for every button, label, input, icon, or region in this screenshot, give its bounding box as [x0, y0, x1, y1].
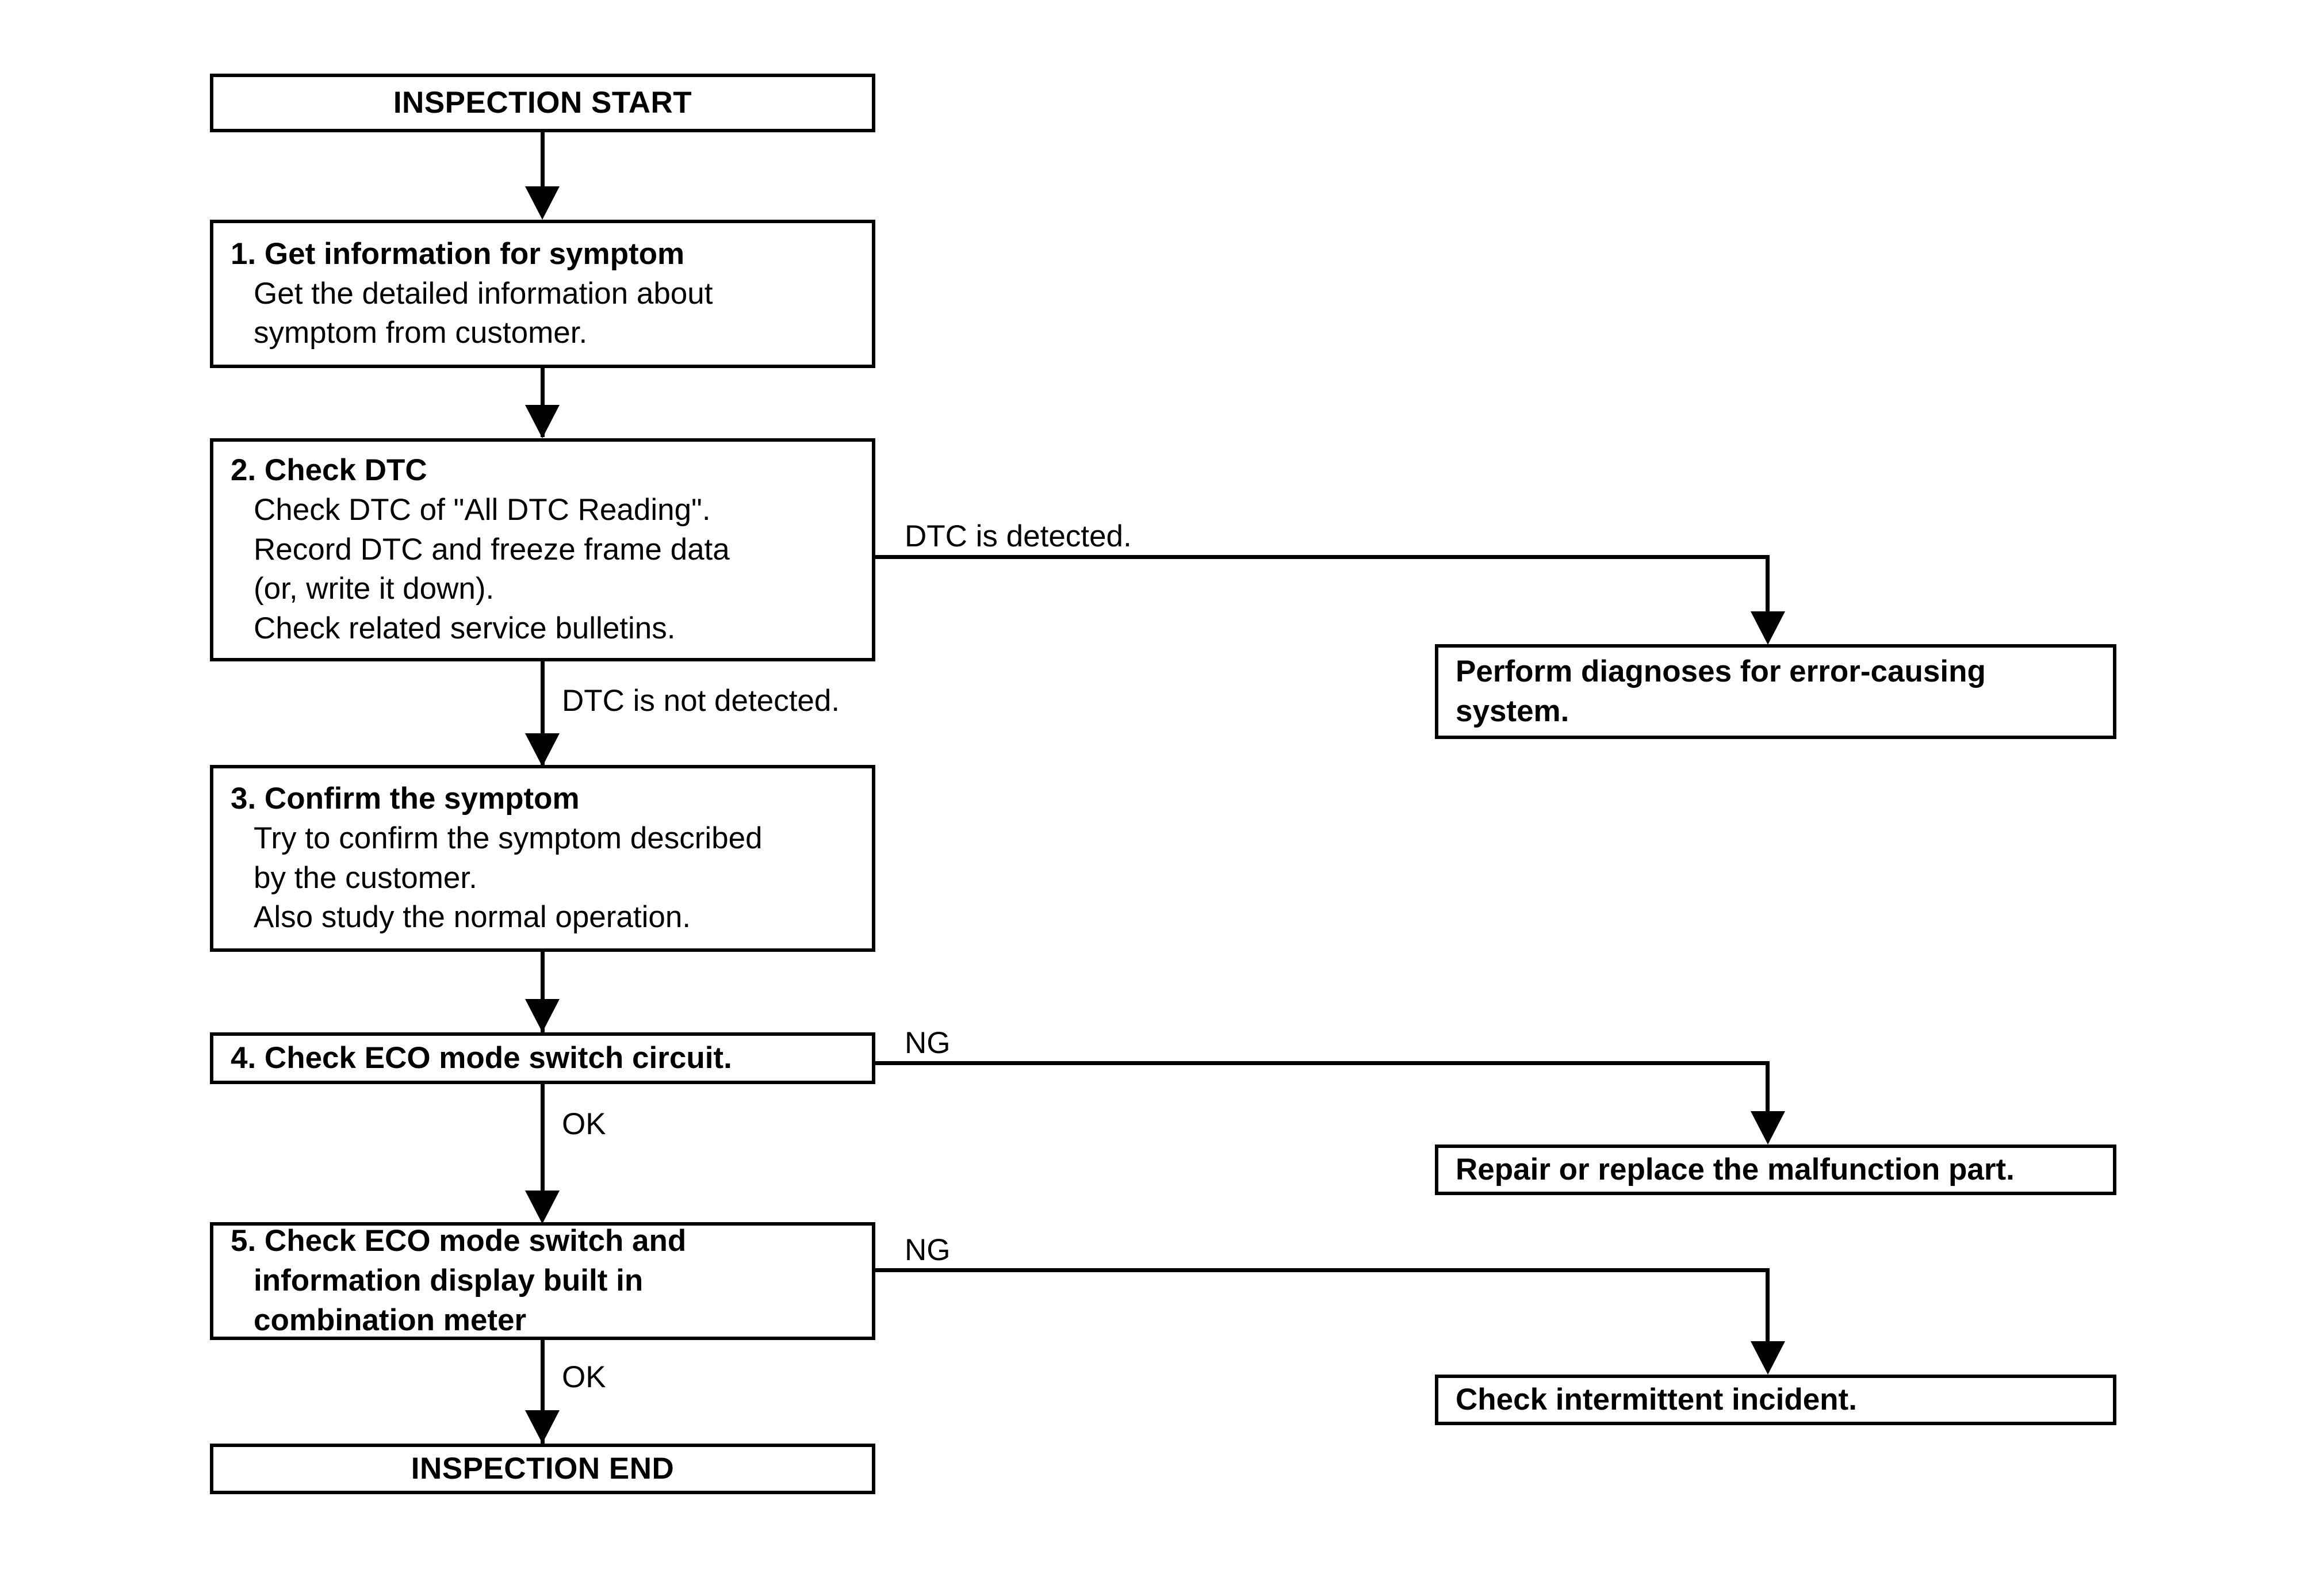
node-check-intermittent[interactable]: Check intermittent incident.	[1435, 1375, 2116, 1425]
node-check-intermittent-label: Check intermittent incident.	[1456, 1382, 1857, 1417]
connector-step2-to-perform-vertical	[1766, 555, 1770, 621]
node-repair-replace[interactable]: Repair or replace the malfunction part.	[1435, 1145, 2116, 1195]
node-inspection-end-label: INSPECTION END	[411, 1451, 675, 1486]
edge-label-step4-ok: OK	[562, 1107, 606, 1141]
node-step1-line2: Get the detailed information about	[254, 276, 713, 311]
node-step2[interactable]: 2. Check DTC Check DTC of "All DTC Readi…	[210, 438, 875, 661]
node-inspection-start[interactable]: INSPECTION START	[210, 74, 875, 132]
arrowhead-step5-to-end	[525, 1410, 560, 1444]
arrowhead-step2-to-step3	[525, 733, 560, 767]
arrowhead-step2-to-perform	[1751, 611, 1785, 645]
edge-label-step5-ng: NG	[905, 1233, 951, 1267]
connector-step5-to-end	[541, 1340, 545, 1446]
node-perform-diagnoses-line1: Perform diagnoses for error-causing	[1456, 654, 1986, 688]
node-perform-diagnoses[interactable]: Perform diagnoses for error-causing syst…	[1435, 644, 2116, 739]
connector-step5-to-intermittent-horizontal	[874, 1268, 1770, 1272]
node-step5-line2: information display built in	[254, 1264, 644, 1298]
arrowhead-step1-to-step2	[525, 405, 560, 438]
node-step1-line3: symptom from customer.	[254, 316, 588, 350]
edge-label-step4-ng: NG	[905, 1026, 951, 1060]
node-step1[interactable]: 1. Get information for symptom Get the d…	[210, 220, 875, 368]
edge-label-step5-ok: OK	[562, 1360, 606, 1394]
node-repair-replace-label: Repair or replace the malfunction part.	[1456, 1152, 2015, 1186]
connector-step4-to-step5	[541, 1084, 545, 1191]
node-inspection-start-label: INSPECTION START	[393, 85, 692, 120]
connector-step4-to-repair-horizontal	[874, 1061, 1770, 1065]
arrowhead-start-to-step1	[525, 186, 560, 220]
node-perform-diagnoses-line2: system.	[1456, 694, 1569, 728]
connector-step4-to-repair-vertical	[1766, 1061, 1770, 1113]
node-step3-line2: Try to confirm the symptom described	[254, 821, 763, 855]
node-step3-line4: Also study the normal operation.	[254, 900, 691, 935]
node-step4-heading: 4. Check ECO mode switch circuit.	[231, 1040, 732, 1075]
arrowhead-step4-to-step5	[525, 1191, 560, 1224]
node-inspection-end[interactable]: INSPECTION END	[210, 1444, 875, 1494]
arrowhead-step4-to-repair	[1751, 1111, 1785, 1145]
node-step2-line2: Check DTC of "All DTC Reading".	[254, 492, 711, 527]
arrowhead-step3-to-step4	[525, 999, 560, 1032]
node-step3-heading: 3. Confirm the symptom	[231, 781, 580, 816]
node-step1-heading: 1. Get information for symptom	[231, 236, 685, 271]
arrowhead-step5-to-intermittent	[1751, 1341, 1785, 1375]
node-step3-line3: by the customer.	[254, 860, 477, 895]
connector-step1-to-step2	[541, 368, 545, 437]
node-step2-heading: 2. Check DTC	[231, 453, 427, 487]
edge-label-dtc-detected: DTC is detected.	[905, 519, 1132, 553]
connector-step2-to-perform-horizontal	[874, 555, 1770, 559]
connector-step2-to-step3	[541, 661, 545, 768]
node-step4[interactable]: 4. Check ECO mode switch circuit.	[210, 1032, 875, 1084]
node-step2-line4: (or, write it down).	[254, 572, 495, 606]
edge-label-dtc-not-detected: DTC is not detected.	[562, 684, 840, 718]
connector-start-to-step1	[541, 132, 545, 190]
node-step2-line3: Record DTC and freeze frame data	[254, 532, 730, 567]
node-step2-line5: Check related service bulletins.	[254, 611, 676, 646]
node-step5-line3: combination meter	[254, 1303, 527, 1337]
node-step5[interactable]: 5. Check ECO mode switch and information…	[210, 1222, 875, 1340]
connector-step3-to-step4	[541, 952, 545, 1035]
connector-step5-to-intermittent-vertical	[1766, 1268, 1770, 1343]
node-step5-heading: 5. Check ECO mode switch and	[231, 1224, 687, 1258]
node-step3[interactable]: 3. Confirm the symptom Try to confirm th…	[210, 765, 875, 952]
